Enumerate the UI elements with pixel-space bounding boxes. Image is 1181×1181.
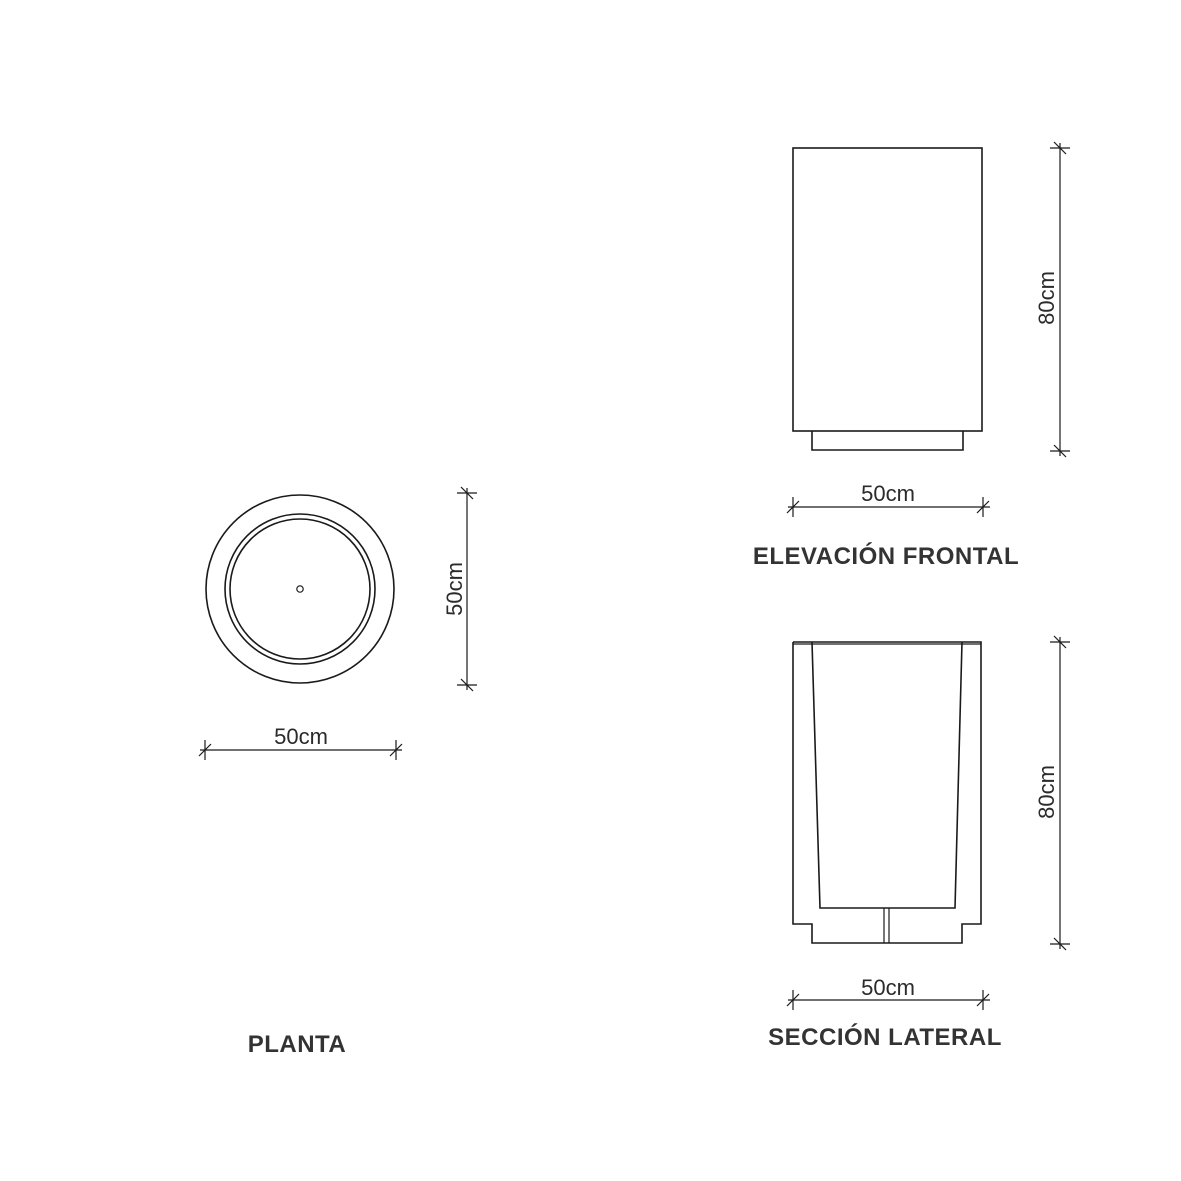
plan-view: 50cm 50cm PLANTA: [198, 486, 477, 1058]
side-section-view: 50cm 80cm SECCIÓN LATERAL: [768, 635, 1070, 1051]
plan-width-label: 50cm: [274, 724, 328, 749]
elevation-title: ELEVACIÓN FRONTAL: [753, 542, 1019, 570]
plan-rim-inner-circle: [229, 518, 371, 660]
plan-title: PLANTA: [248, 1031, 347, 1058]
section-title: SECCIÓN LATERAL: [768, 1023, 1002, 1051]
plan-drain-hole: [296, 585, 304, 593]
elevation-base: [811, 431, 964, 451]
section-width-label: 50cm: [861, 975, 915, 1000]
section-inner-cavity: [811, 641, 963, 909]
section-height-dimension: 80cm: [1034, 635, 1070, 951]
plan-depth-dimension: 50cm: [442, 486, 477, 692]
section-height-label: 80cm: [1034, 765, 1059, 819]
plan-rim-outer-circle: [224, 513, 376, 665]
elevation-width-dimension: 50cm: [786, 481, 990, 517]
elevation-height-label: 80cm: [1034, 271, 1059, 325]
elevation-body: [792, 147, 983, 432]
plan-depth-label: 50cm: [442, 562, 467, 616]
elevation-height-dimension: 80cm: [1034, 141, 1070, 458]
plan-width-dimension: 50cm: [198, 724, 403, 760]
plan-outer-circle: [205, 494, 395, 684]
front-elevation-view: 50cm 80cm ELEVACIÓN FRONTAL: [753, 141, 1070, 570]
elevation-width-label: 50cm: [861, 481, 915, 506]
section-outer-profile: [792, 641, 982, 944]
section-width-dimension: 50cm: [786, 975, 990, 1010]
